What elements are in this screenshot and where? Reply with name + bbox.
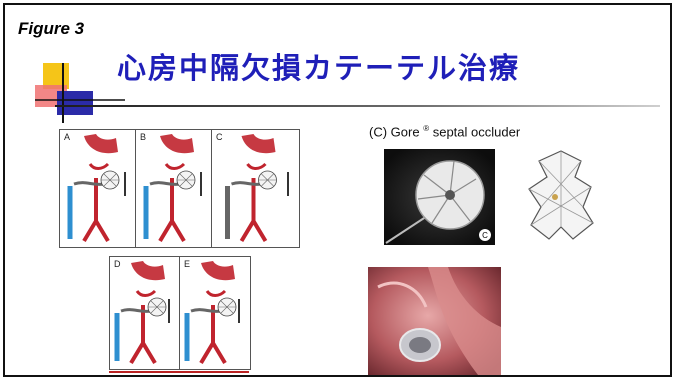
slide-title: 心房中隔欠損カテーテル治療 [117,45,520,87]
diagram-panel-a: A [59,129,137,248]
occluder-sketch [525,147,597,243]
figure-label: Figure 3 [18,19,84,39]
occluder-heading: (C) Gore ® septal occluder [369,124,520,139]
heart-implant-photo [368,267,501,375]
diagram-panel-b: B [135,129,213,248]
title-divider [55,105,660,107]
occluder-heading-suffix: septal occluder [433,124,520,139]
diagram-underline [109,371,249,373]
occluder-heading-prefix: (C) Gore [369,124,420,139]
registered-mark: ® [423,124,429,133]
decorative-squares [35,63,125,123]
diagram-panel-e: E [179,256,251,370]
photo-tag: C [482,231,488,240]
diagram-panel-d: D [109,256,181,370]
slide: Figure 3 心房中隔欠損カテーテル治療 A B C D E [3,3,672,377]
occluder-device-photo: C [384,149,495,245]
diagram-panel-c: C [211,129,300,248]
